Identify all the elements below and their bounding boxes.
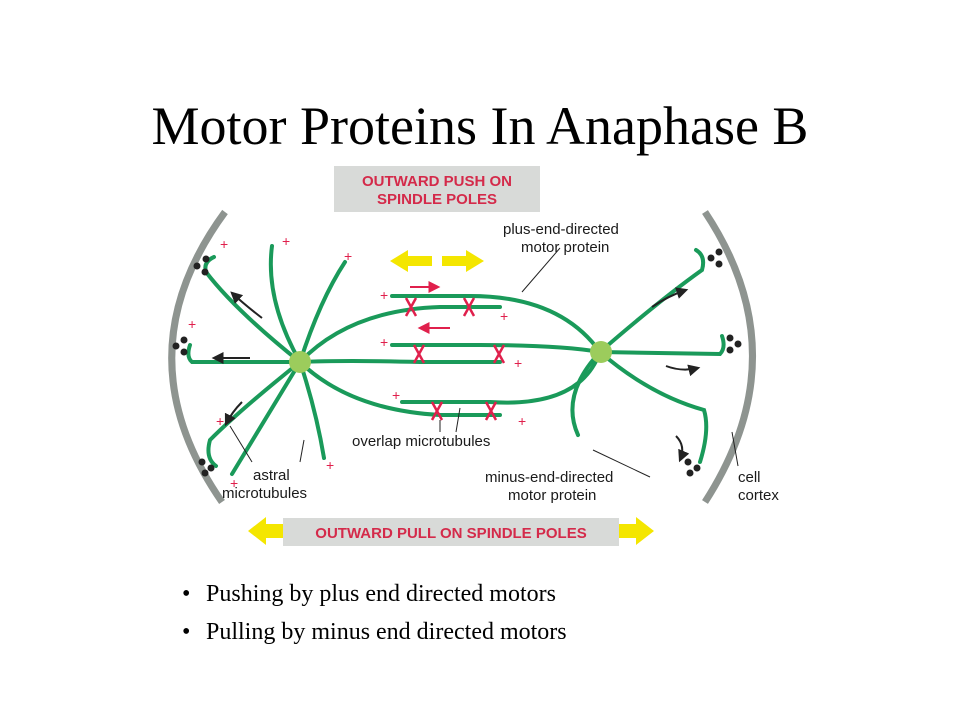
push-banner-line2: SPINDLE POLES	[377, 191, 497, 208]
bullet-list: Pushing by plus end directed motors Pull…	[182, 575, 567, 651]
svg-text:+: +	[282, 233, 290, 249]
cortex-anchors	[172, 248, 742, 477]
svg-text:+: +	[500, 308, 508, 324]
push-arrows	[390, 250, 484, 272]
overlap-label: overlap microtubules	[352, 433, 490, 450]
left-spindle-pole	[289, 351, 311, 373]
svg-text:+: +	[392, 387, 400, 403]
svg-text:+: +	[188, 316, 196, 332]
minus-motor-label-line1: minus-end-directed	[485, 469, 613, 486]
svg-text:+: +	[230, 475, 238, 491]
cortex-label-line1: cell	[738, 469, 761, 486]
push-banner-line1: OUTWARD PUSH ON	[362, 173, 512, 190]
svg-text:+: +	[220, 236, 228, 252]
plus-end-markers: + + + + + + + + + + + + +	[188, 233, 526, 491]
svg-text:+: +	[380, 287, 388, 303]
svg-text:+: +	[344, 248, 352, 264]
astral-label-line1: astral	[253, 467, 290, 484]
slide-title: Motor Proteins In Anaphase B	[151, 96, 809, 156]
cell-cortex-right	[702, 210, 756, 504]
bullet-item: Pushing by plus end directed motors	[182, 575, 567, 613]
plus-motor-label-line1: plus-end-directed	[503, 221, 619, 238]
motion-arrows	[211, 287, 701, 463]
spindle-diagram: OUTWARD PUSH ON SPINDLE POLES	[168, 166, 779, 546]
push-banner: OUTWARD PUSH ON SPINDLE POLES	[334, 166, 540, 212]
svg-text:+: +	[514, 355, 522, 371]
right-spindle-pole	[590, 341, 612, 363]
bullet-item: Pulling by minus end directed motors	[182, 613, 567, 651]
svg-text:+: +	[380, 334, 388, 350]
cortex-label-line2: cortex	[738, 487, 779, 504]
svg-text:+: +	[326, 457, 334, 473]
pull-banner: OUTWARD PULL ON SPINDLE POLES	[248, 517, 654, 546]
minus-motor-label-line2: motor protein	[508, 487, 596, 504]
pull-banner-text: OUTWARD PULL ON SPINDLE POLES	[315, 525, 586, 542]
plus-motor-label-line2: motor protein	[521, 239, 609, 256]
svg-text:+: +	[216, 413, 224, 429]
svg-text:+: +	[518, 413, 526, 429]
leader-lines	[229, 247, 739, 478]
motor-proteins	[404, 297, 506, 421]
astral-label-line2: microtubules	[222, 485, 307, 502]
microtubules	[186, 244, 726, 476]
